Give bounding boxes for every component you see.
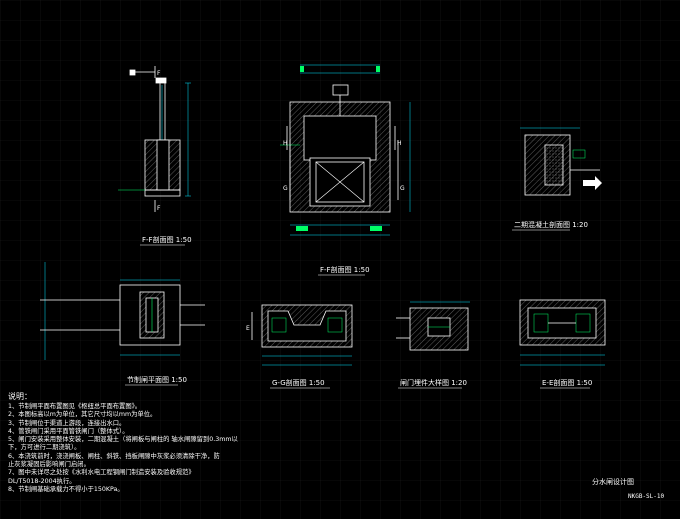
view-section-tb: 闸门埋件大样图 1:20 xyxy=(396,301,470,389)
view-title-section-tb: 闸门埋件大样图 1:20 xyxy=(400,378,467,387)
view-plan: 节制闸平面图 1:50 xyxy=(40,262,205,386)
notes-line: 8、节制闸基础承载力不得小于150KPa。 xyxy=(8,485,124,493)
design-notes: 说明： 1、节制闸平面布置图见《枢纽总平面布置图》。 2、本图标高以m为单位，其… xyxy=(8,392,478,494)
sheet-number: NKGB-SL-10 xyxy=(628,493,665,500)
view-title-section-ff: F-F剖面图 1:50 xyxy=(142,235,192,244)
notes-line: 下，方可进行二期浇筑）。 xyxy=(8,444,81,452)
view-title-elevation: F-F剖面图 1:50 xyxy=(320,265,370,274)
cut-label-h-right: H xyxy=(397,140,402,147)
notes-title: 说明： xyxy=(8,392,32,401)
notes-line: DL/T5018-2004执行。 xyxy=(8,477,76,485)
view-detail: 二期混凝土剖面图 1:20 xyxy=(512,127,602,231)
notes-line: 止灰浆凝固后影响闸门启闭。 xyxy=(8,461,90,469)
sheet-title: 分水闸设计图 xyxy=(592,478,634,486)
view-section-gg: E G-G剖面图 1:50 xyxy=(246,304,353,389)
cut-label-h-left: H xyxy=(283,140,288,147)
notes-line: 6、本浇筑前时，浇浇闸板、闸柱、斜铁、挡板闸隙中灰浆必须清除干净，防 xyxy=(8,452,220,460)
notes-line: 5、闸门安装采用整体安装，二期混凝土（将闸板与闸柱的 轴水闸隙留到0.3mm以 xyxy=(8,436,238,444)
cut-label-g-right: G xyxy=(400,185,405,192)
cut-label-f-top: F xyxy=(157,70,161,77)
cut-label-g-left: G xyxy=(283,185,288,192)
notes-line: 7、图中未详尽之处按《水利水电工程钢闸门制造安装及验收规范》 xyxy=(8,469,195,477)
view-title-detail: 二期混凝土剖面图 1:20 xyxy=(514,220,588,229)
notes-line: 3、节制闸位于渠道上游段，连接出水口。 xyxy=(8,419,126,427)
cut-label-e-left: E xyxy=(246,325,250,332)
view-section-ee: E-E剖面图 1:50 xyxy=(519,299,606,389)
notes-line: 4、管铁闸门采用平面管铁闸门（整体式）。 xyxy=(8,427,129,435)
view-title-section-ee: E-E剖面图 1:50 xyxy=(542,378,592,387)
view-title-plan: 节制闸平面图 1:50 xyxy=(127,375,187,384)
view-title-section-gg: G-G剖面图 1:50 xyxy=(272,378,325,387)
notes-line: 2、本图标高以m为单位，其它尺寸均以mm为单位。 xyxy=(8,411,157,419)
view-elevation: G G H H F-F剖面图 1:50 xyxy=(280,64,411,276)
notes-line: 1、节制闸平面布置图见《枢纽总平面布置图》。 xyxy=(8,403,142,410)
view-section-ff: F F F-F剖面图 1:50 xyxy=(118,66,192,246)
cut-label-f-bottom: F xyxy=(157,205,161,212)
